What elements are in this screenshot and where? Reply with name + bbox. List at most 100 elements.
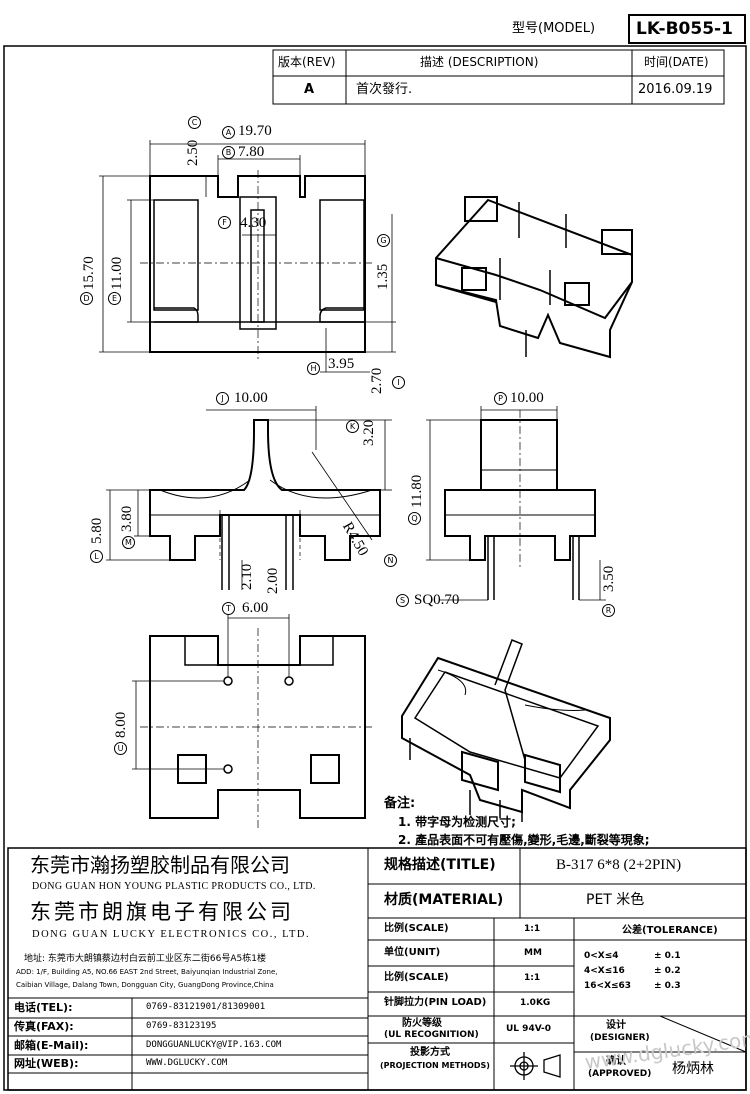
notes-line-1: 1. 带字母为检测尺寸;	[398, 815, 516, 829]
pin-load-value: 1.0KG	[520, 998, 551, 1008]
tel-value: 0769-83121901/81309001	[146, 1002, 266, 1012]
tolerance-3-range: 16<X≤63	[584, 981, 632, 991]
dim-q-front: 2.00	[265, 567, 281, 594]
dim-r: 3.50	[601, 565, 617, 592]
dim-i: 2.70	[369, 367, 385, 394]
front-view	[149, 419, 381, 590]
title-block-grid	[7, 847, 747, 1091]
tolerance-2-range: 4<X≤16	[584, 966, 625, 976]
designer-label-cn: 设计	[606, 1020, 626, 1031]
tolerance-2-value: ± 0.2	[654, 966, 681, 976]
tel-label: 电话(TEL):	[14, 1001, 73, 1014]
marker-n: N	[384, 554, 397, 567]
date-value: 2016.09.19	[638, 82, 713, 97]
marker-c: C	[188, 116, 201, 129]
company-name-2-cn: 东莞市朗旗电子有限公司	[30, 900, 294, 924]
dim-f: 4.30	[240, 215, 267, 231]
rev-value: A	[304, 82, 315, 97]
approved-label-en: (APPROVED)	[588, 1069, 652, 1079]
marker-k: K	[346, 420, 359, 433]
dim-d: 15.70	[81, 256, 97, 290]
bottom-dims	[132, 614, 290, 770]
side-view	[444, 419, 596, 600]
dim-q-side: 11.80	[409, 474, 425, 508]
marker-a: A	[222, 126, 235, 139]
dim-g: 1.35	[375, 263, 391, 290]
dim-m: 3.80	[119, 505, 135, 532]
top-view	[149, 175, 366, 353]
model-label: 型号(MODEL)	[512, 21, 596, 36]
scale2-label: 比例(SCALE)	[384, 972, 449, 983]
company-address-en-1: ADD: 1/F, Building A5, NO.66 EAST 2nd St…	[16, 968, 278, 976]
marker-m: M	[122, 536, 135, 549]
projection-label-cn: 投影方式	[410, 1047, 450, 1058]
material-value: PET 米色	[586, 892, 645, 908]
tolerance-1-range: 0<X≤4	[584, 951, 619, 961]
company-name-1-en: DONG GUAN HON YOUNG PLASTIC PRODUCTS CO.…	[32, 881, 316, 892]
tolerance-label: 公差(TOLERANCE)	[622, 925, 718, 936]
projection-label-en: (PROJECTION METHODS)	[380, 1061, 490, 1070]
dim-h: 3.95	[328, 356, 355, 372]
marker-f: F	[218, 216, 231, 229]
scale-value: 1:1	[524, 924, 541, 934]
designer-label-en: (DESIGNER)	[590, 1033, 650, 1043]
dim-t: 6.00	[242, 600, 269, 616]
date-column-header: 时间(DATE)	[644, 55, 709, 69]
front-dims	[106, 406, 392, 590]
dim-p: 10.00	[510, 390, 544, 406]
scale2-value: 1:1	[524, 973, 541, 983]
notes-title: 备注:	[384, 796, 416, 811]
marker-l: L	[90, 550, 103, 563]
marker-t: T	[222, 602, 235, 615]
fax-label: 传真(FAX):	[14, 1020, 74, 1033]
dim-s: SQ0.70	[414, 592, 460, 608]
dim-u: 8.00	[113, 711, 129, 738]
dim-c: 2.50	[185, 139, 201, 166]
description-value: 首次發行.	[356, 82, 413, 97]
marker-h: H	[307, 362, 320, 375]
fax-value: 0769-83123195	[146, 1021, 217, 1031]
web-label: 网址(WEB):	[14, 1057, 79, 1070]
approved-value: 杨炳林	[672, 1061, 714, 1077]
material-label: 材质(MATERIAL)	[384, 892, 504, 908]
marker-d: D	[80, 292, 93, 305]
approved-label-cn: 确认	[606, 1056, 626, 1067]
tolerance-3-value: ± 0.3	[654, 981, 681, 991]
dim-o: 2.10	[239, 563, 255, 590]
tolerance-1-value: ± 0.1	[654, 951, 681, 961]
model-value: LK-B055-1	[636, 19, 733, 39]
marker-j: J	[216, 392, 229, 405]
dim-j: 10.00	[234, 390, 268, 406]
dim-k: 3.20	[361, 419, 377, 446]
marker-g: G	[377, 234, 390, 247]
iso-view-top	[435, 196, 633, 359]
marker-u: U	[114, 742, 127, 755]
marker-b: B	[222, 146, 235, 159]
iso-view-bottom	[401, 639, 611, 822]
notes-line-2: 2. 產品表面不可有壓傷,變形,毛邊,斷裂等現象;	[398, 833, 650, 847]
dim-l: 5.80	[89, 517, 105, 544]
company-name-1-cn: 东莞市瀚扬塑胶制品有限公司	[30, 855, 290, 877]
marker-s: S	[396, 594, 409, 607]
dim-e: 11.00	[109, 256, 125, 290]
unit-label: 单位(UNIT)	[384, 947, 441, 958]
side-dims	[426, 406, 606, 601]
email-value[interactable]: DONGGUANLUCKY@VIP.163.COM	[146, 1040, 282, 1050]
top-dims	[99, 140, 396, 373]
title-value: B-317 6*8 (2+2PIN)	[556, 857, 682, 873]
marker-e: E	[108, 292, 121, 305]
marker-q: Q	[408, 512, 421, 525]
marker-p: P	[494, 392, 507, 405]
dim-b: 7.80	[238, 144, 265, 160]
dim-a: 19.70	[238, 123, 272, 139]
description-column-header: 描述 (DESCRIPTION)	[420, 55, 539, 69]
marker-r: R	[602, 604, 615, 617]
company-address-cn: 地址: 东莞市大朗镇蔡边村白云前工业区东二街66号A5栋1楼	[24, 954, 266, 964]
web-value[interactable]: WWW.DGLUCKY.COM	[146, 1058, 228, 1068]
email-label: 邮箱(E-Mail):	[14, 1039, 89, 1052]
company-address-en-2: Caibian Village, Dalang Town, Dongguan C…	[16, 981, 274, 989]
unit-value: MM	[524, 948, 542, 958]
pin-load-label: 针脚拉力(PIN LOAD)	[384, 997, 487, 1008]
rev-column-header: 版本(REV)	[278, 55, 336, 69]
